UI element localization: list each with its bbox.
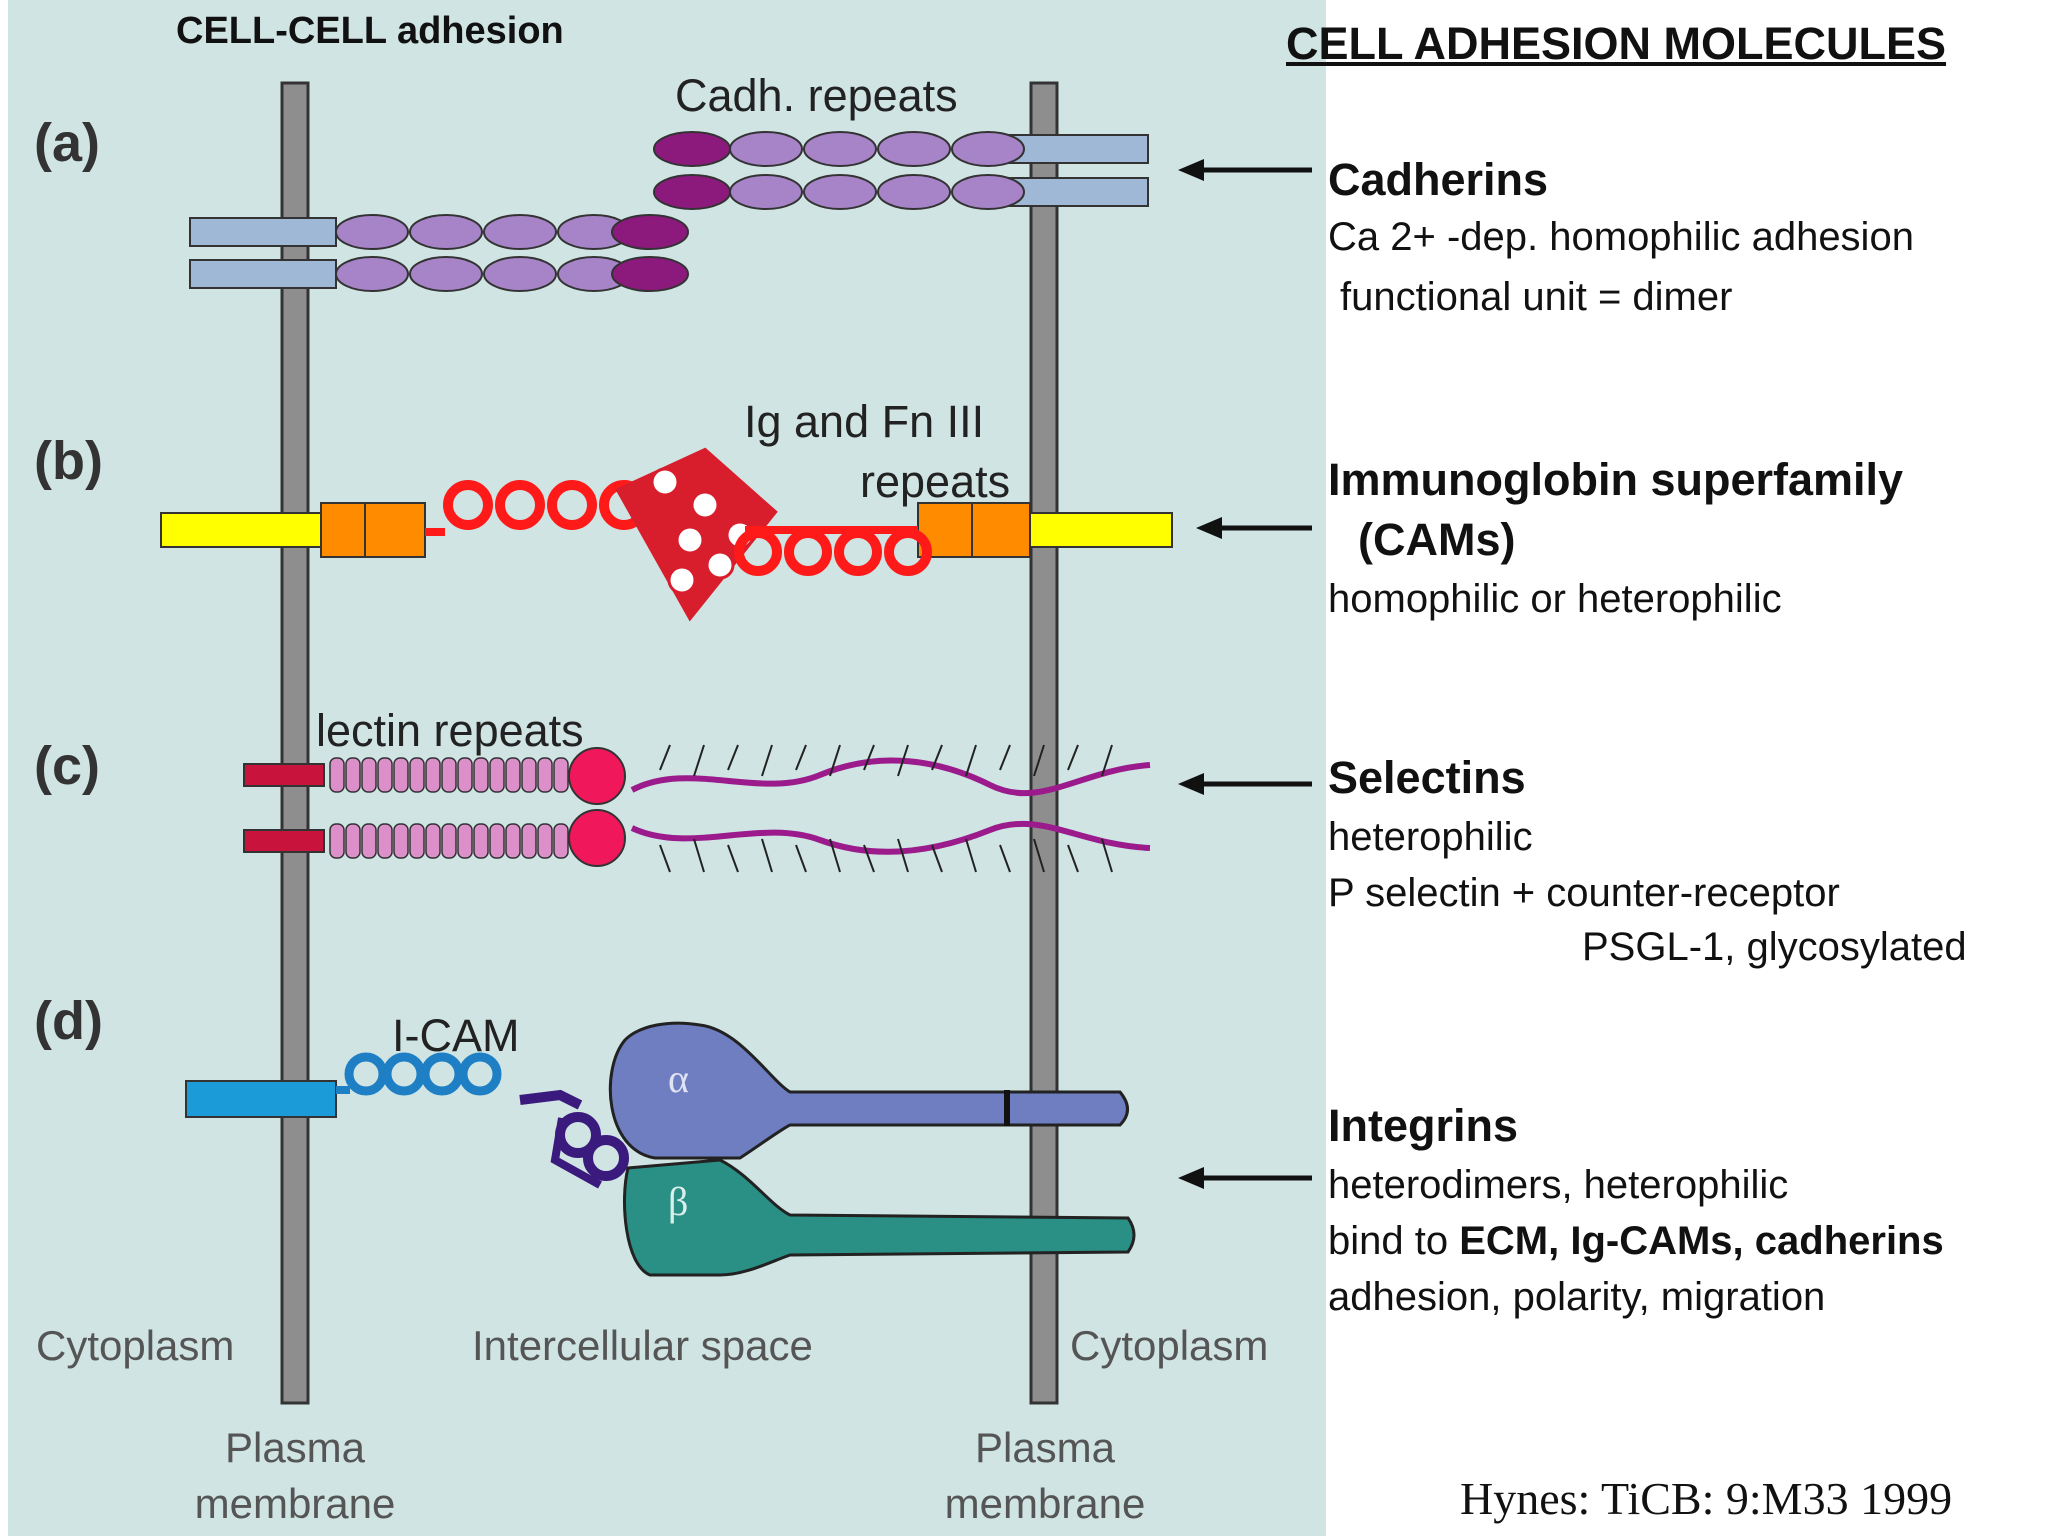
selectin-dimer — [243, 747, 626, 867]
row-letter-d: (d) — [34, 991, 103, 1051]
ig-cam-right — [734, 502, 1173, 576]
selectins-desc-2: P selectin + counter-receptor — [1328, 871, 1840, 915]
cadherins-title: Cadherins — [1328, 154, 1549, 205]
arrow-selectins — [1178, 773, 1312, 795]
psgl-1-counter-receptor — [630, 744, 1151, 873]
cadherin-repeats-label: Cadh. repeats — [675, 70, 958, 121]
arrow-integrins — [1178, 1167, 1312, 1189]
integrins-desc-1: heterodimers, heterophilic — [1328, 1163, 1789, 1207]
cadherin-dimer-left — [189, 214, 689, 292]
row-letter-a: (a) — [34, 113, 100, 173]
cell-cell-adhesion-heading: CELL-CELL adhesion — [176, 10, 564, 52]
integrins-title: Integrins — [1328, 1100, 1519, 1151]
arrow-cadherins — [1178, 159, 1312, 181]
integrins-desc-3: adhesion, polarity, migration — [1328, 1275, 1826, 1319]
row-letter-b: (b) — [34, 431, 103, 491]
ig-superfamily-title-1: Immunoglobin superfamily — [1328, 454, 1904, 505]
ig-fn-label-line2: repeats — [860, 456, 1011, 507]
diagram-panel — [8, 0, 1326, 1536]
integrin-beta — [623, 1158, 1136, 1277]
icam — [185, 1052, 629, 1189]
selectins-desc-1: heterophilic — [1328, 815, 1533, 859]
cadherin-dimer-right — [653, 131, 1149, 210]
alpha-subunit-label: α — [668, 1056, 689, 1101]
right-plasma-membrane — [1029, 81, 1059, 1405]
lectin-repeats-label: lectin repeats — [316, 705, 584, 756]
cytoplasm-left-label: Cytoplasm — [36, 1322, 235, 1369]
ig-superfamily-desc: homophilic or heterophilic — [1328, 577, 1782, 621]
plasma-membrane-right-label: Plasma membrane — [944, 1424, 1146, 1527]
citation: Hynes: TiCB: 9:M33 1999 — [1460, 1473, 1953, 1524]
integrin-alpha — [608, 1021, 1129, 1160]
arrow-ig-superfamily — [1196, 517, 1312, 539]
ig-fn-label-line1: Ig and Fn III — [744, 396, 985, 447]
intercellular-space-label: Intercellular space — [472, 1322, 813, 1369]
row-letter-c: (c) — [34, 736, 100, 796]
cadherins-desc-2: functional unit = dimer — [1340, 275, 1733, 319]
integrins-desc-2: bind to ECM, Ig-CAMs, cadherins — [1328, 1219, 1944, 1263]
cadherins-desc-1: Ca 2+ -dep. homophilic adhesion — [1328, 215, 1914, 259]
page-title: CELL ADHESION MOLECULES — [1286, 18, 1947, 69]
ig-superfamily-title-2: (CAMs) — [1358, 514, 1516, 565]
cytoplasm-right-label: Cytoplasm — [1070, 1322, 1269, 1369]
beta-subunit-label: β — [668, 1179, 689, 1224]
selectins-desc-3: PSGL-1, glycosylated — [1582, 925, 1967, 969]
plasma-membrane-left-label: Plasma membrane — [194, 1424, 396, 1527]
selectins-title: Selectins — [1328, 752, 1526, 803]
ig-cam-left — [160, 447, 778, 622]
left-plasma-membrane — [280, 81, 310, 1405]
icam-label: I-CAM — [392, 1010, 520, 1061]
